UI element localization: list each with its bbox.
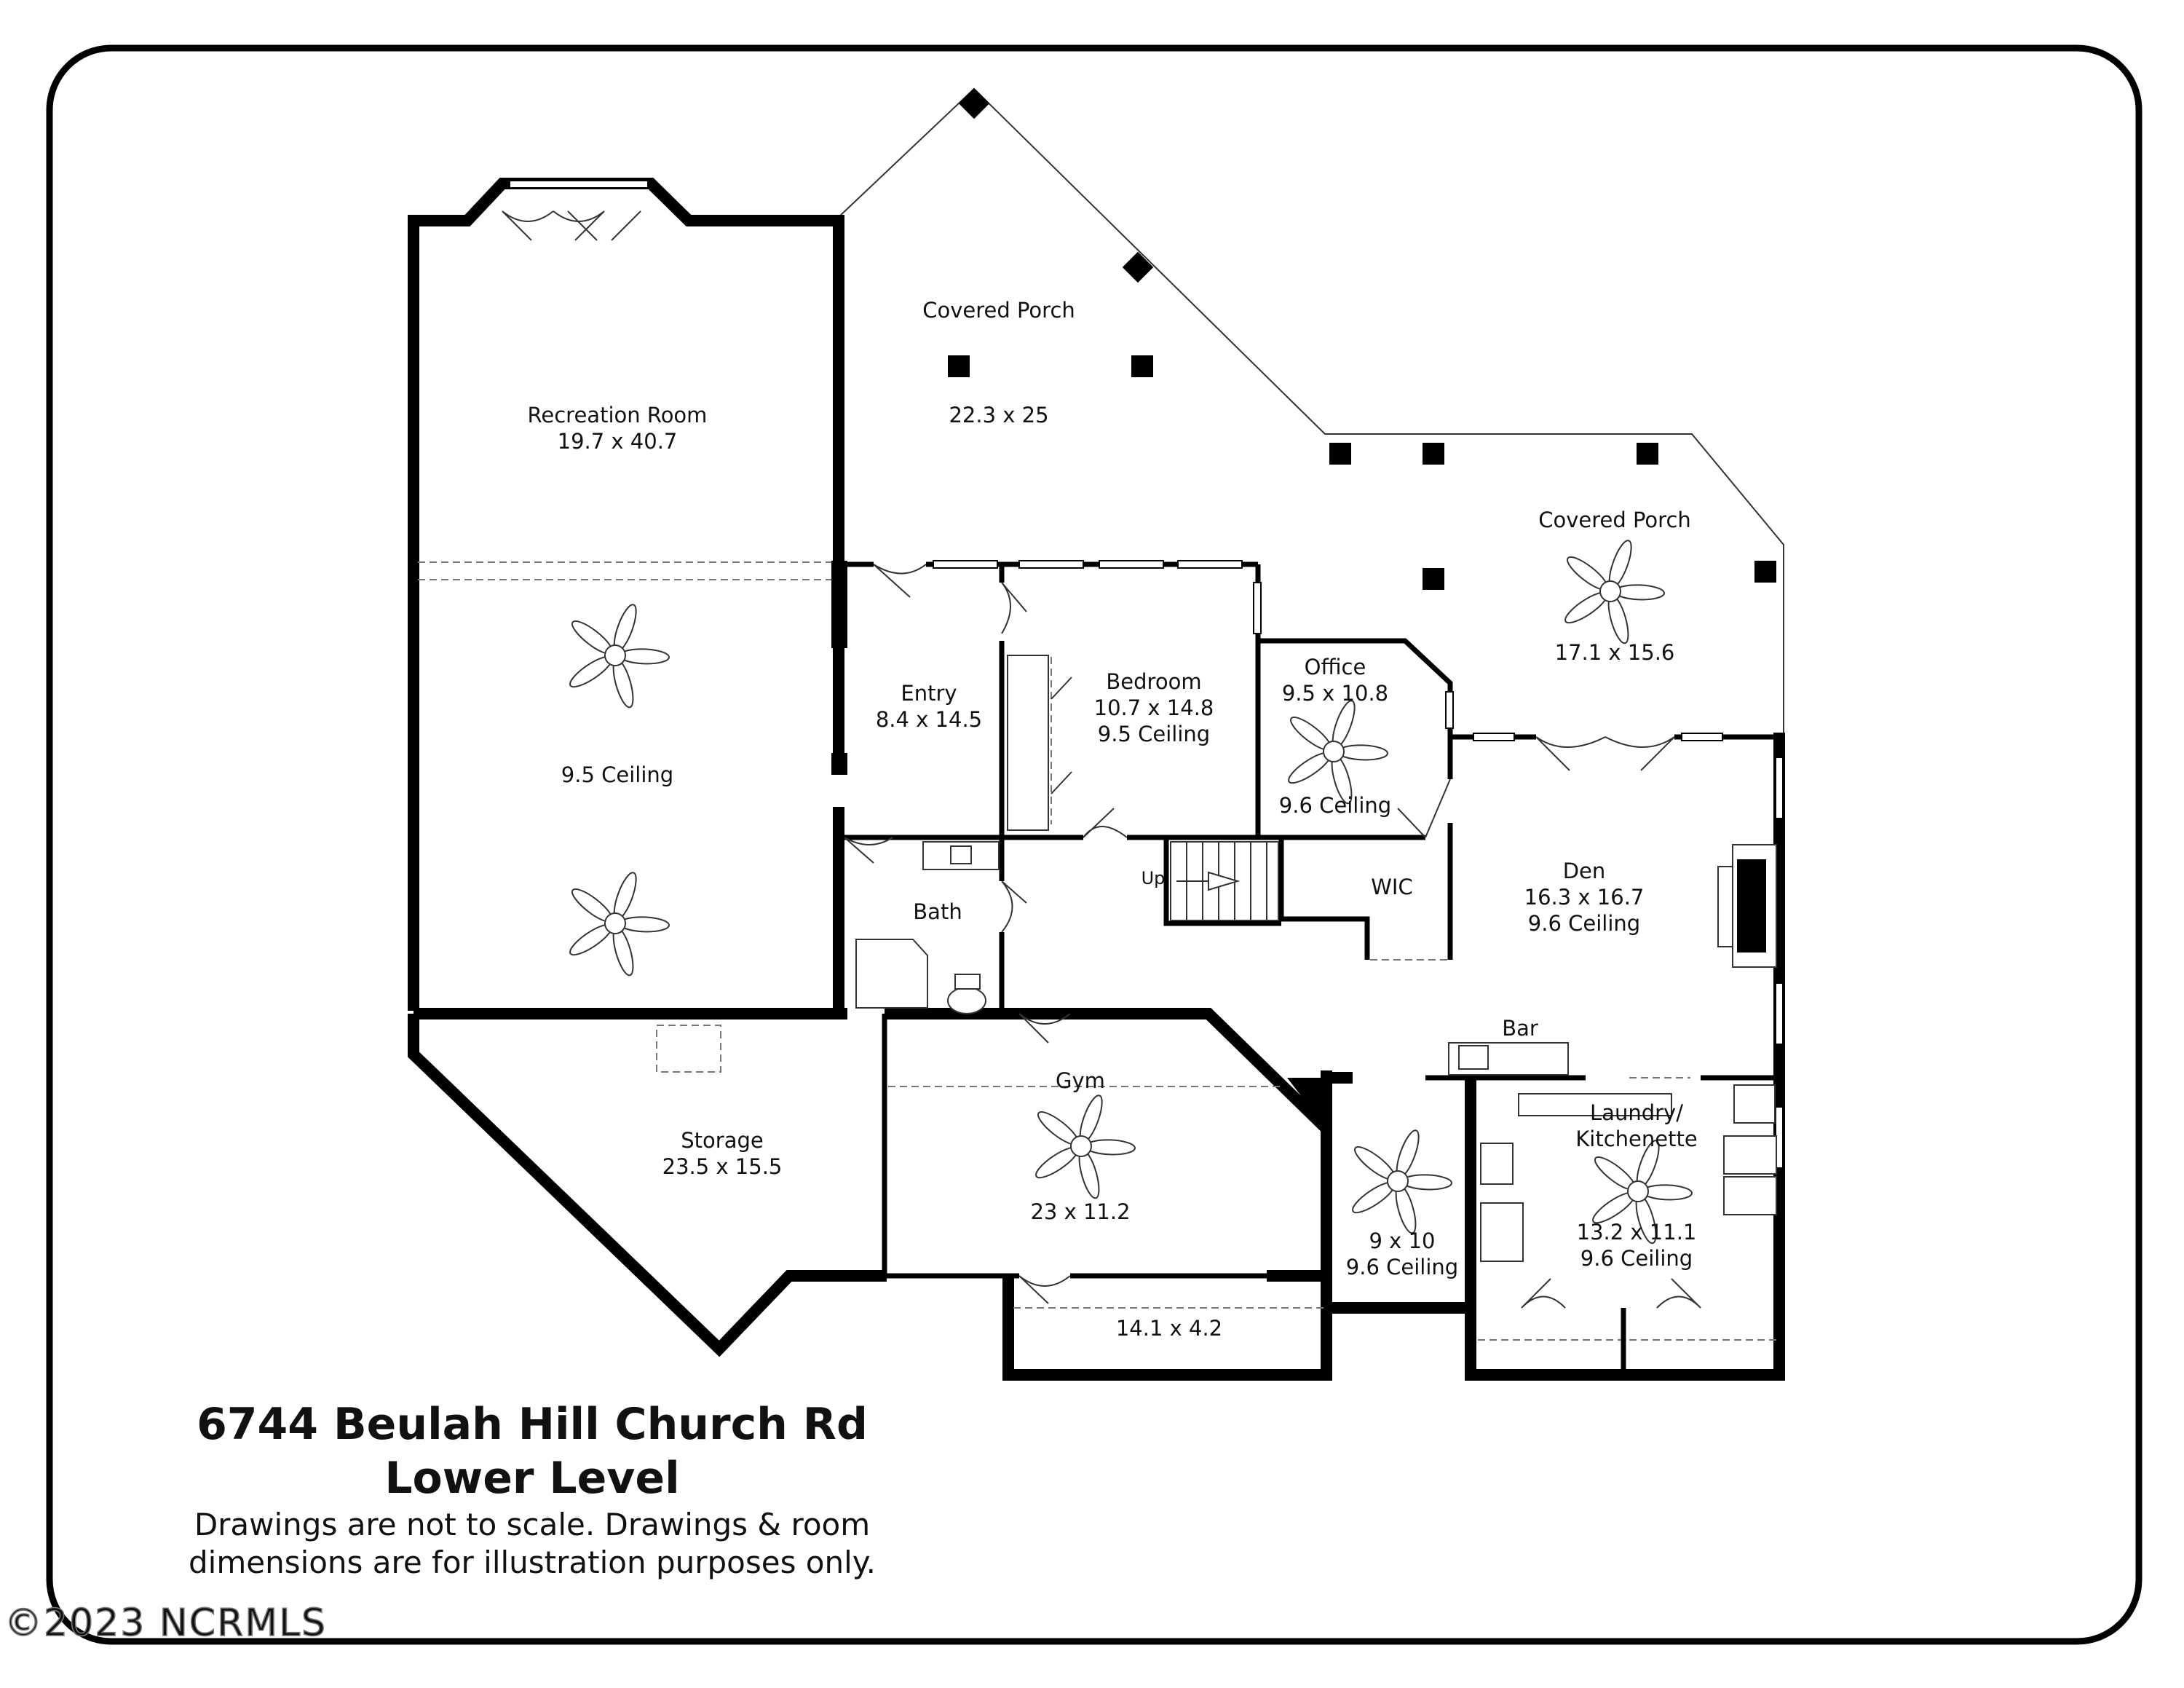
- level-title: Lower Level: [384, 1453, 679, 1504]
- small-room-ceiling: 9.6 Ceiling: [1346, 1255, 1458, 1279]
- bedroom-ceiling: 9.5 Ceiling: [1098, 722, 1210, 746]
- covered-porch-2-dims: 17.1 x 15.6: [1555, 640, 1675, 665]
- ceiling-fan-icon: [1564, 540, 1665, 644]
- fixtures: [831, 561, 1777, 1262]
- room-labels: Covered Porch 22.3 x 25 Covered Porch 17…: [528, 298, 1698, 1341]
- gym-name: Gym: [1056, 1068, 1105, 1093]
- porch-outline: [838, 87, 1784, 733]
- den-ceiling: 9.6 Ceiling: [1528, 911, 1640, 936]
- closet-room-dims: 14.1 x 4.2: [1116, 1316, 1222, 1341]
- ceiling-fans: [569, 540, 1693, 1245]
- office-dims: 9.5 x 10.8: [1282, 681, 1388, 706]
- disclaimer-line-2: dimensions are for illustration purposes…: [189, 1545, 876, 1580]
- gym-dims: 23 x 11.2: [1030, 1199, 1130, 1224]
- copyright-watermark: ©2023 NCRMLS: [4, 1601, 327, 1645]
- laundry-dims: 13.2 x 11.1: [1577, 1220, 1697, 1245]
- ceiling-fan-icon: [1352, 1129, 1452, 1234]
- wic-name: WIC: [1371, 875, 1412, 899]
- page-frame: [46, 44, 2143, 1645]
- ceiling-fan-icon: [1035, 1095, 1136, 1199]
- office-name: Office: [1305, 655, 1366, 679]
- recreation-room-ceiling: 9.5 Ceiling: [561, 762, 673, 787]
- bedroom-dims: 10.7 x 14.8: [1094, 695, 1214, 720]
- small-room-dims: 9 x 10: [1369, 1228, 1436, 1253]
- title-block: 6744 Beulah Hill Church Rd Lower Level D…: [189, 1399, 876, 1580]
- recreation-room-dims: 19.7 x 40.7: [558, 429, 678, 454]
- disclaimer-line-1: Drawings are not to scale. Drawings & ro…: [194, 1507, 870, 1542]
- recreation-room-name: Recreation Room: [528, 403, 708, 427]
- den-name: Den: [1563, 859, 1606, 883]
- office-ceiling: 9.6 Ceiling: [1279, 793, 1391, 818]
- entry-name: Entry: [901, 681, 957, 706]
- ceiling-fan-icon: [569, 872, 670, 977]
- storage-dims: 23.5 x 15.5: [662, 1154, 783, 1179]
- laundry-ceiling: 9.6 Ceiling: [1580, 1246, 1693, 1271]
- ceiling-fan-icon: [569, 604, 670, 709]
- ceiling-fan-icon: [1592, 1140, 1693, 1245]
- porch-posts: [948, 87, 1776, 590]
- covered-porch-2-name: Covered Porch: [1538, 508, 1691, 532]
- entry-dims: 8.4 x 14.5: [876, 707, 982, 732]
- doors: [502, 210, 1701, 1375]
- laundry-name-line2: Kitchenette: [1575, 1127, 1697, 1151]
- dashed-lines: [418, 561, 1776, 1341]
- address-title: 6744 Beulah Hill Church Rd: [197, 1399, 868, 1450]
- stairs-label: Up: [1142, 868, 1166, 888]
- laundry-name-line1: Laundry/: [1590, 1100, 1683, 1125]
- den-dims: 16.3 x 16.7: [1524, 885, 1645, 910]
- windows: [509, 180, 1784, 1169]
- ceiling-fan-icon: [1288, 700, 1388, 805]
- stairs: [1170, 841, 1279, 921]
- covered-porch-1-name: Covered Porch: [922, 298, 1075, 323]
- bedroom-name: Bedroom: [1106, 669, 1201, 694]
- bath-name: Bath: [913, 899, 962, 924]
- covered-porch-1-dims: 22.3 x 25: [949, 403, 1048, 427]
- bar-name: Bar: [1502, 1016, 1538, 1041]
- storage-name: Storage: [681, 1128, 763, 1153]
